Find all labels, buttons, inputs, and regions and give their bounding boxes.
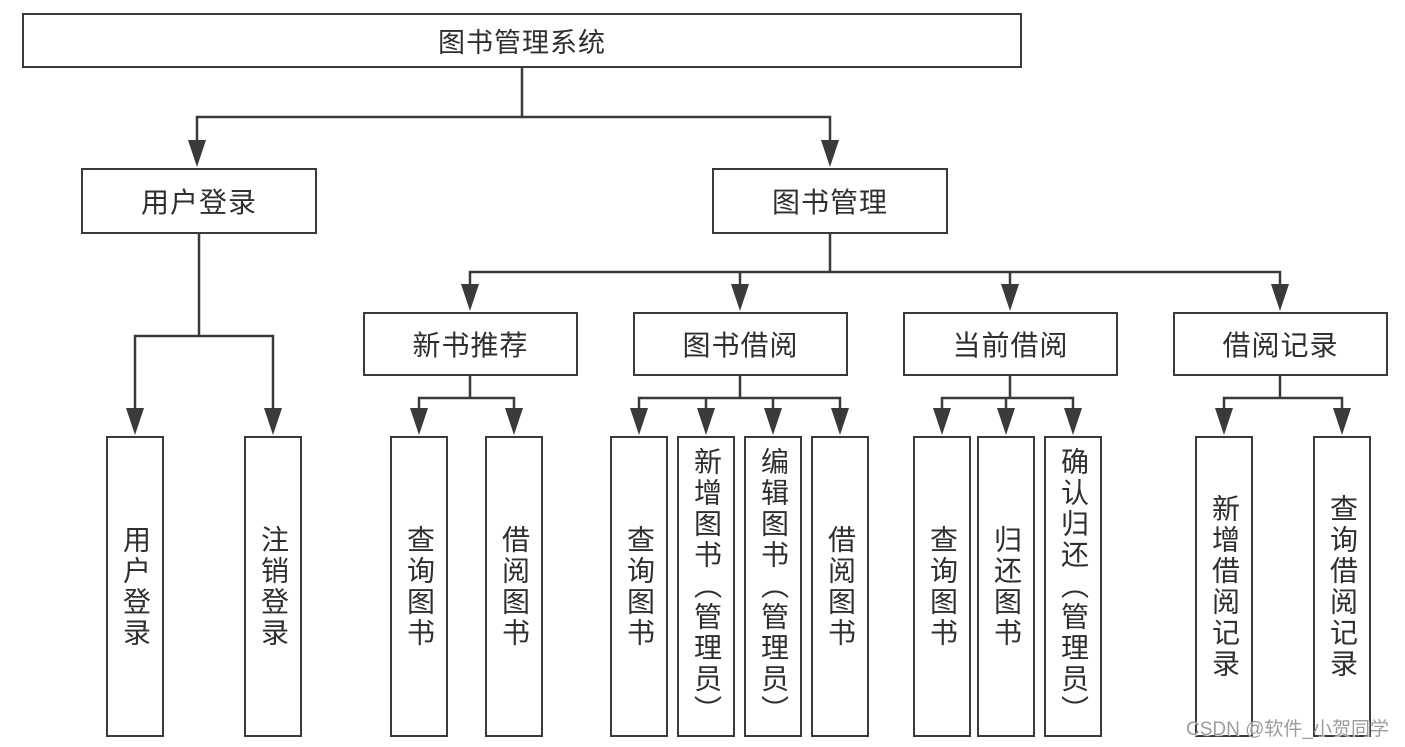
node-label: 确认归还（管理员） <box>1058 447 1089 726</box>
leaf-query-books-1: 查询图书 <box>390 436 448 737</box>
node-label: 借阅图书 <box>825 524 856 649</box>
node-label: 查询图书 <box>927 524 958 649</box>
leaf-borrow-books-1: 借阅图书 <box>485 436 543 737</box>
node-label: 用户登录 <box>140 187 257 218</box>
leaf-edit-book-admin: 编辑图书（管理员） <box>744 436 802 737</box>
leaf-new-borrow-record: 新增借阅记录 <box>1195 436 1253 737</box>
node-label: 归还图书 <box>991 524 1022 649</box>
csdn-watermark: CSDN @软件_小贺同学 <box>1186 719 1389 740</box>
node-label: 图书借阅 <box>682 330 799 361</box>
leaf-query-books-2: 查询图书 <box>610 436 668 737</box>
node-borrow-records: 借阅记录 <box>1173 312 1388 376</box>
node-label: 编辑图书（管理员） <box>758 447 789 726</box>
leaf-query-borrow-record: 查询借阅记录 <box>1313 436 1371 737</box>
node-label: 图书管理系统 <box>438 28 606 58</box>
leaf-borrow-books-2: 借阅图书 <box>811 436 869 737</box>
leaf-confirm-return-admin: 确认归还（管理员） <box>1044 436 1102 737</box>
node-label: 新书推荐 <box>412 330 529 361</box>
leaf-add-book-admin: 新增图书（管理员） <box>677 436 735 737</box>
node-label: 查询图书 <box>404 524 435 649</box>
node-current-borrow: 当前借阅 <box>903 312 1118 376</box>
node-label: 借阅记录 <box>1222 330 1339 361</box>
leaf-logout: 注销登录 <box>244 436 302 737</box>
node-new-book-recommend: 新书推荐 <box>363 312 578 376</box>
node-label: 当前借阅 <box>952 330 1069 361</box>
node-label: 注销登录 <box>258 524 289 649</box>
node-label: 查询借阅记录 <box>1327 493 1358 680</box>
node-label: 图书管理 <box>771 187 888 218</box>
node-label: 新增图书（管理员） <box>691 447 722 726</box>
leaf-query-books-3: 查询图书 <box>913 436 971 737</box>
node-library-system: 图书管理系统 <box>22 13 1022 68</box>
node-book-management: 图书管理 <box>712 168 948 234</box>
node-label: 查询图书 <box>624 524 655 649</box>
node-user-login: 用户登录 <box>81 168 317 234</box>
node-book-borrow: 图书借阅 <box>633 312 848 376</box>
node-label: 借阅图书 <box>499 524 530 649</box>
node-label: 用户登录 <box>120 524 151 649</box>
leaf-user-login: 用户登录 <box>106 436 164 737</box>
node-label: 新增借阅记录 <box>1209 493 1240 680</box>
leaf-return-books: 归还图书 <box>977 436 1035 737</box>
